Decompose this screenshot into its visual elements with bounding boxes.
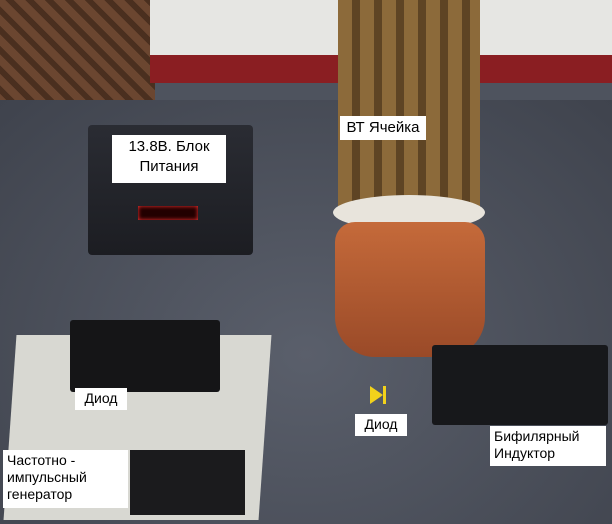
label-line: генератор (7, 486, 73, 502)
label-diode-left: Диод (75, 388, 127, 410)
wood-floor (0, 0, 155, 105)
label-line: импульсный (7, 469, 87, 485)
generator-controls (130, 450, 245, 515)
cell-tube (338, 0, 480, 215)
label-line: 13.8В. Блок (128, 138, 210, 155)
label-line: Индуктор (494, 445, 556, 461)
inductor-box (432, 345, 608, 425)
label-diode-middle: Диод (355, 414, 407, 436)
label-generator: Частотно - импульсный генератор (3, 450, 128, 508)
diode-symbol-icon (370, 386, 386, 404)
label-line: Бифилярный (494, 428, 580, 444)
label-line: Питания (139, 158, 199, 175)
power-supply-display (138, 206, 198, 220)
label-cell: ВТ Ячейка (340, 116, 426, 140)
label-inductor: Бифилярный Индуктор (490, 426, 606, 466)
label-line: Частотно - (7, 452, 76, 468)
diode-box-left (70, 320, 220, 392)
label-power-supply: 13.8В. Блок Питания (112, 135, 226, 183)
cell-base-terracotta (335, 222, 485, 357)
